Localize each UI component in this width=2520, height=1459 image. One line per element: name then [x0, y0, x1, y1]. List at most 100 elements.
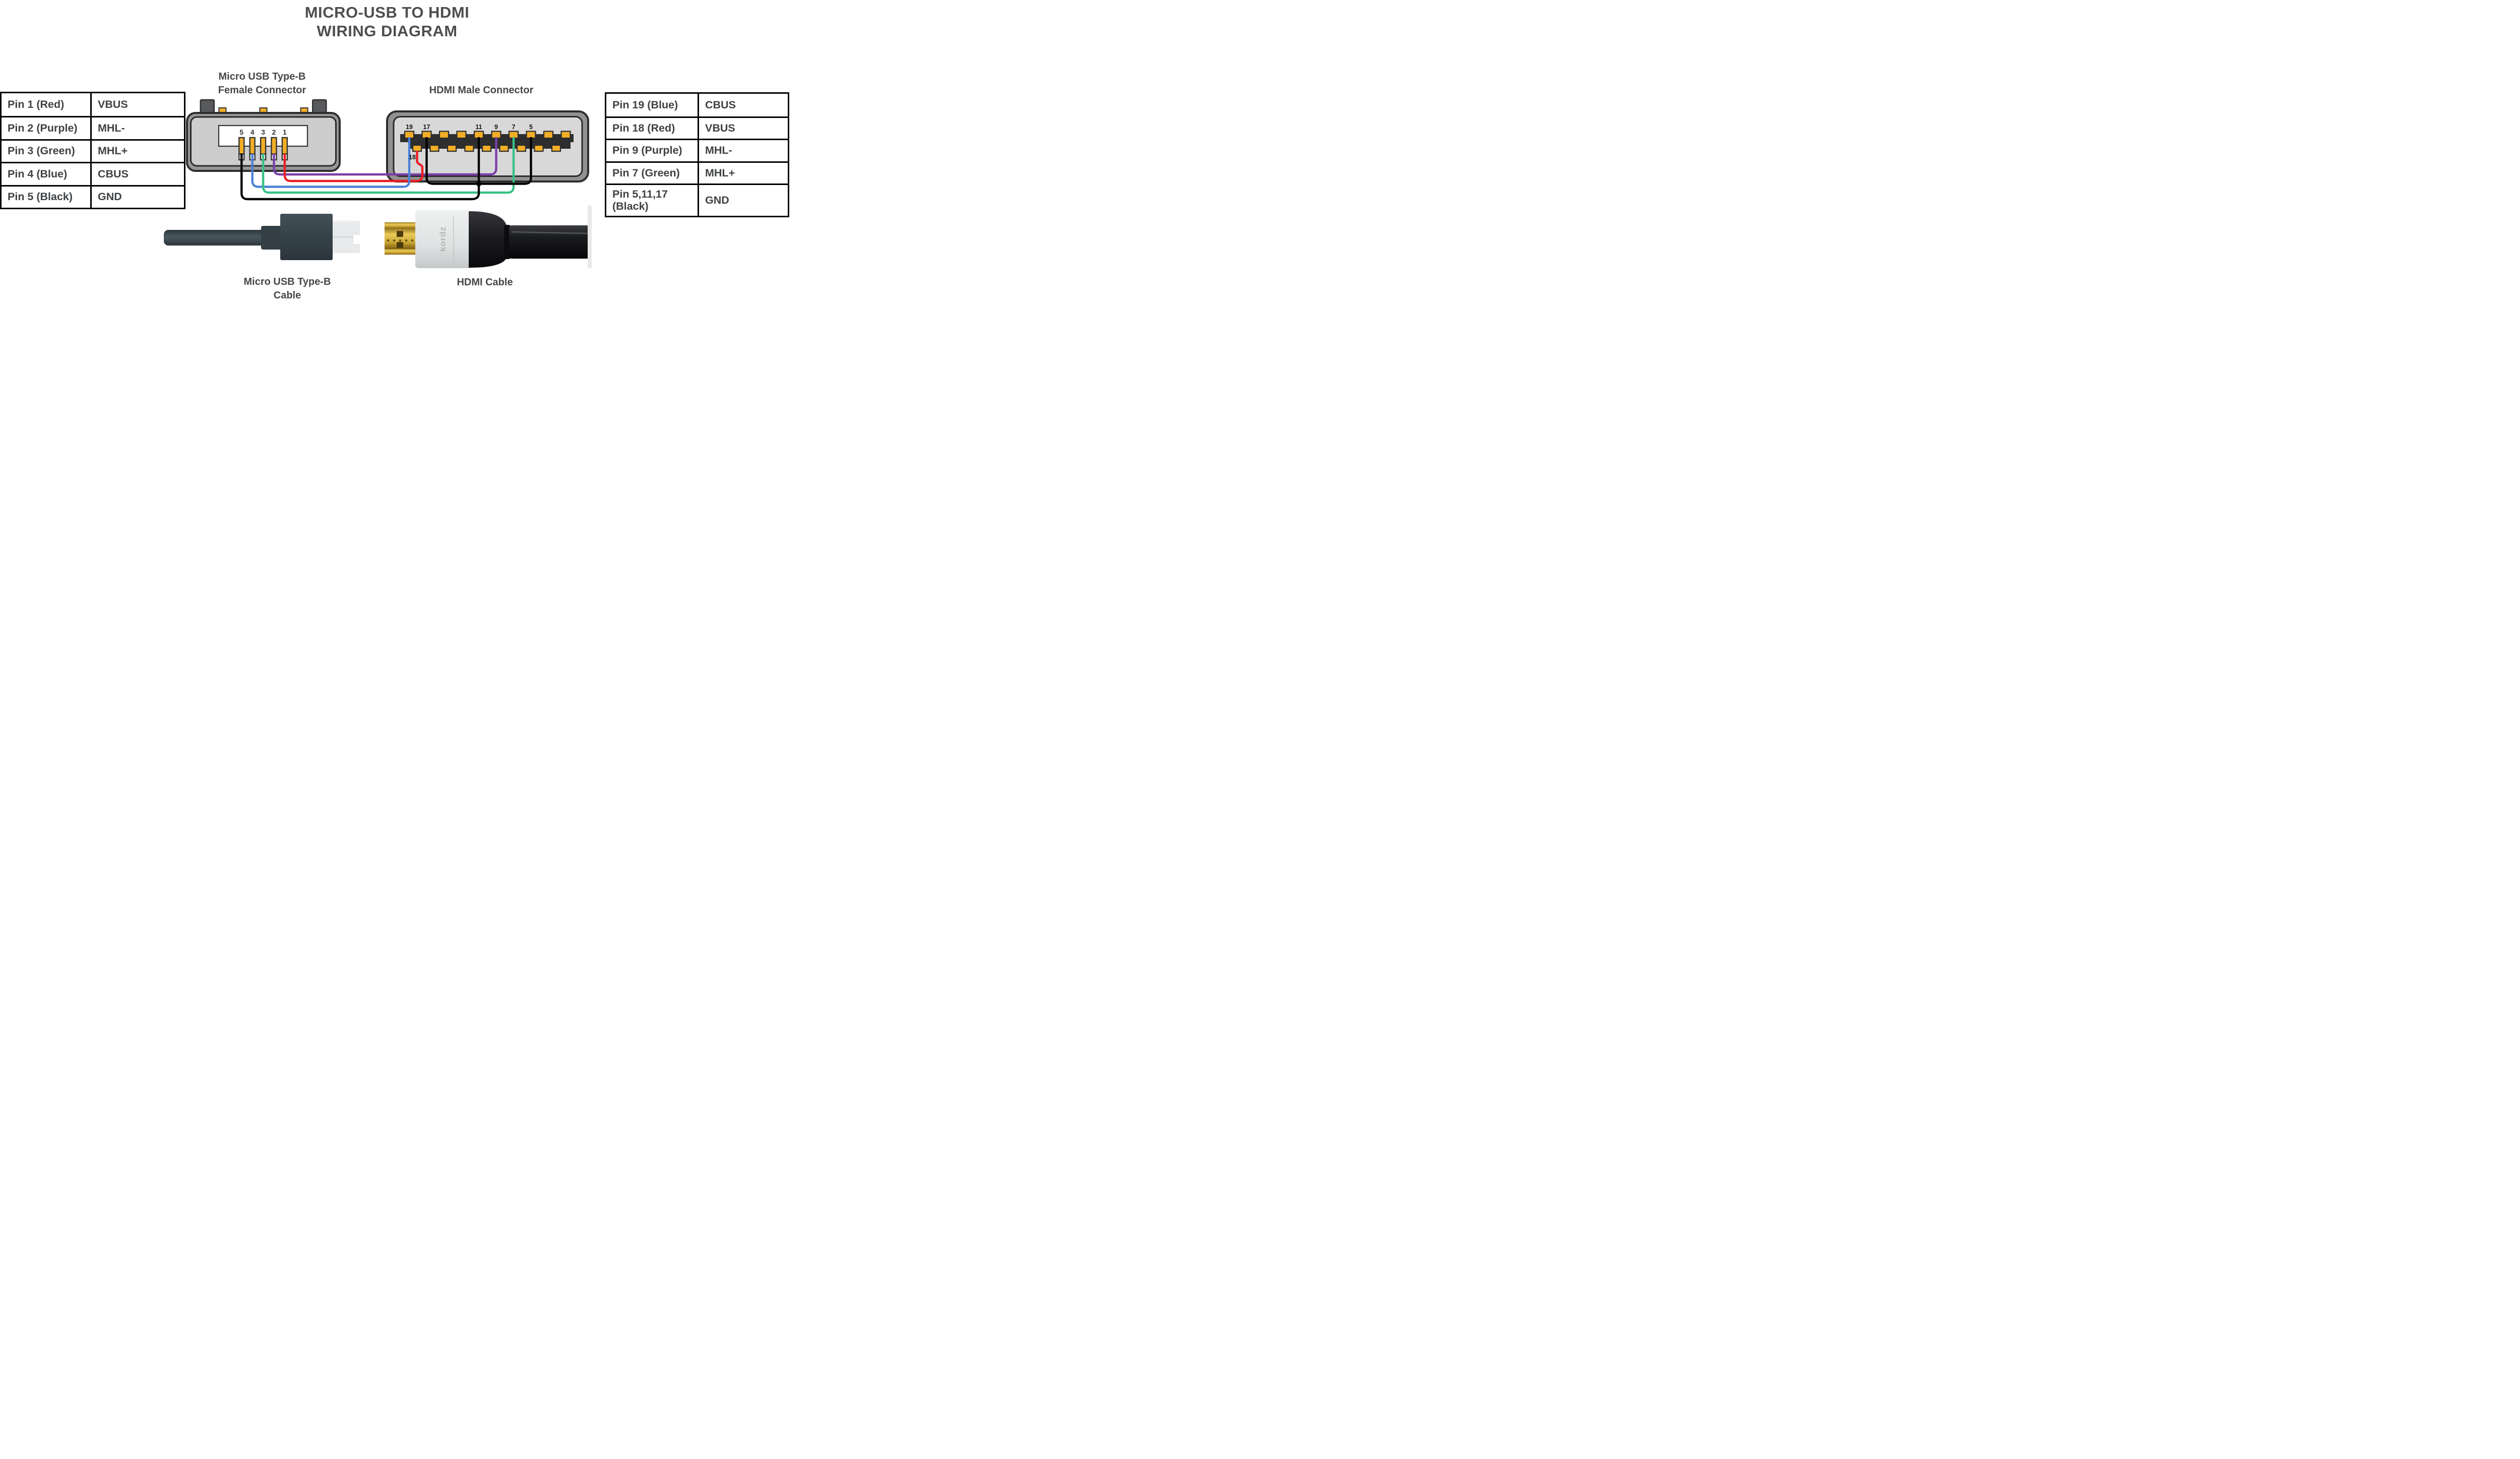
hdmi-pin-8	[499, 144, 509, 152]
hdmi-pin-11	[473, 131, 484, 139]
hdmi-pin-number-7: 7	[512, 124, 516, 131]
table-cell-signal: MHL-	[699, 139, 788, 161]
micro-connector-label-line1: Micro USB Type-B	[218, 71, 306, 82]
hdmi-pin-15	[438, 131, 450, 139]
micro-connector-label: Micro USB Type-B Female Connector	[186, 70, 338, 97]
photo-edge-strip	[588, 206, 592, 268]
hdmi-pin-number-18: 18	[409, 154, 416, 161]
table-cell-signal: CBUS	[705, 98, 736, 111]
hdmi-pin-number-19: 19	[406, 124, 413, 131]
micro-cable-body	[280, 214, 333, 260]
wire-gnd-black-from-micro	[240, 154, 480, 201]
hdmi-pin-number-5: 5	[529, 124, 533, 131]
hdmi-pin-17	[421, 131, 432, 139]
wire-cbus-blue	[251, 137, 411, 188]
micro-pin-number-3: 3	[261, 129, 265, 136]
micro-cable-cord	[164, 230, 266, 246]
table-cell-pin: Pin 9 (Purple)	[606, 139, 699, 161]
micro-pin-1	[281, 137, 288, 155]
hdmi-pin-13	[456, 131, 467, 139]
table-cell-pin: Pin 5 (Black)	[2, 185, 92, 208]
micro-usb-cable-photo	[164, 214, 360, 260]
hdmi-plug-brand-text: kordz	[438, 226, 448, 252]
hdmi-pin-6	[516, 144, 527, 152]
hdmi-pin-4	[534, 144, 544, 152]
micro-pin-2	[271, 137, 277, 155]
hdmi-plug-pin-dots	[387, 239, 414, 242]
table-cell-signal: VBUS	[699, 116, 788, 139]
hdmi-pin-1	[560, 131, 571, 139]
hdmi-pin-14	[447, 144, 457, 152]
micro-cable-label: Micro USB Type-B Cable	[212, 275, 363, 302]
page-title: MICRO-USB TO HDMI WIRING DIAGRAM	[194, 3, 581, 40]
micro-pin-4	[249, 137, 256, 155]
table-cell-pin: Pin 2 (Purple)	[2, 116, 92, 139]
table-cell-pin: Pin 7 (Green)	[606, 161, 699, 184]
wires	[240, 137, 532, 201]
micro-pin-numbers: 5 4 3 2 1	[240, 129, 287, 136]
hdmi-plug-gold-top	[385, 222, 416, 228]
table-cell-signal: GND	[699, 184, 788, 216]
micro-usb-connector-graphic: 5 4 3 2 1	[186, 99, 341, 172]
hdmi-cable-label-text: HDMI Cable	[457, 277, 513, 288]
table-cell-signal: CBUS	[92, 162, 184, 185]
table-cell-signal: GND	[92, 185, 184, 208]
hdmi-plug-silver-body	[415, 210, 472, 268]
micro-usb-pin-table: Pin 1 (Red) VBUS Pin 2 (Purple) MHL- Pin…	[0, 92, 185, 209]
table-cell-pin: Pin 18 (Red)	[606, 116, 699, 139]
hdmi-pin-number-17: 17	[423, 124, 430, 131]
hdmi-plug-hole-lower	[397, 242, 403, 248]
hdmi-pin-7	[508, 131, 519, 139]
table-cell-pin: Pin 3 (Green)	[2, 139, 92, 162]
wire-mhl-plus-green	[262, 137, 515, 194]
micro-cable-label-line1: Micro USB Type-B	[243, 276, 331, 287]
hdmi-cable-highlight	[511, 231, 588, 234]
table-cell-signal: VBUS	[98, 98, 128, 111]
hdmi-pin-18	[412, 144, 422, 152]
hdmi-connector-label: HDMI Male Connector	[406, 84, 557, 97]
page-title-line2: WIRING DIAGRAM	[317, 22, 458, 40]
hdmi-pin-19	[404, 131, 415, 139]
hdmi-strain-relief	[469, 211, 507, 268]
hdmi-pin-numbers: 19 17 11 9 7 5	[406, 124, 533, 131]
hdmi-cable-cord	[509, 225, 590, 259]
table-cell-signal: MHL+	[699, 161, 788, 184]
hdmi-pin-16	[429, 144, 439, 152]
table-cell-pin: Pin 19 (Blue)	[606, 94, 699, 116]
micro-pin-number-2: 2	[272, 129, 276, 136]
page-title-line1: MICRO-USB TO HDMI	[304, 4, 470, 21]
wire-mhl-minus-purple	[273, 137, 497, 176]
table-cell-signal: MHL+	[92, 139, 184, 162]
hdmi-cable-photo: kordz	[385, 206, 592, 268]
wiring-diagram-page: MICRO-USB TO HDMI WIRING DIAGRAM Pin 1 (…	[0, 0, 790, 306]
hdmi-pin-10	[481, 144, 492, 152]
hdmi-connector-label-text: HDMI Male Connector	[429, 85, 534, 96]
micro-cable-collar	[261, 226, 282, 250]
hdmi-pin-3	[543, 131, 554, 139]
hdmi-bottom-pin-row	[412, 144, 561, 152]
hdmi-pin-9	[491, 131, 501, 139]
hdmi-pin-number-11: 11	[475, 124, 482, 131]
table-cell-signal: MHL-	[92, 116, 184, 139]
hdmi-plug-gold-bottom	[385, 249, 416, 255]
wiring-diagram-graphic: 5 4 3 2 1	[164, 99, 592, 268]
micro-pin-number-1: 1	[283, 129, 287, 136]
micro-pin-number-5: 5	[240, 129, 244, 136]
hdmi-pin-table: Pin 19 (Blue) CBUS Pin 18 (Red) VBUS Pin…	[605, 92, 789, 217]
gnd-junction-dot	[476, 181, 482, 187]
hdmi-pin-5	[526, 131, 536, 139]
hdmi-pin-2	[551, 144, 561, 152]
micro-pin-number-4: 4	[250, 129, 255, 136]
micro-pin-5	[238, 137, 245, 155]
hdmi-plug-hole-upper	[397, 231, 403, 237]
hdmi-pin-number-9: 9	[494, 124, 498, 131]
hdmi-cable-label: HDMI Cable	[409, 276, 560, 289]
table-cell-pin: Pin 4 (Blue)	[2, 162, 92, 185]
micro-pin-3	[260, 137, 267, 155]
table-cell-pin: Pin 1 (Red)	[2, 93, 92, 116]
hdmi-pin-12	[464, 144, 474, 152]
hdmi-connector-graphic: 19 17 11 9 7 5	[386, 110, 589, 183]
micro-connector-label-line2: Female Connector	[218, 85, 306, 96]
wire-vbus-red	[283, 151, 424, 183]
micro-cable-label-line2: Cable	[273, 290, 301, 301]
